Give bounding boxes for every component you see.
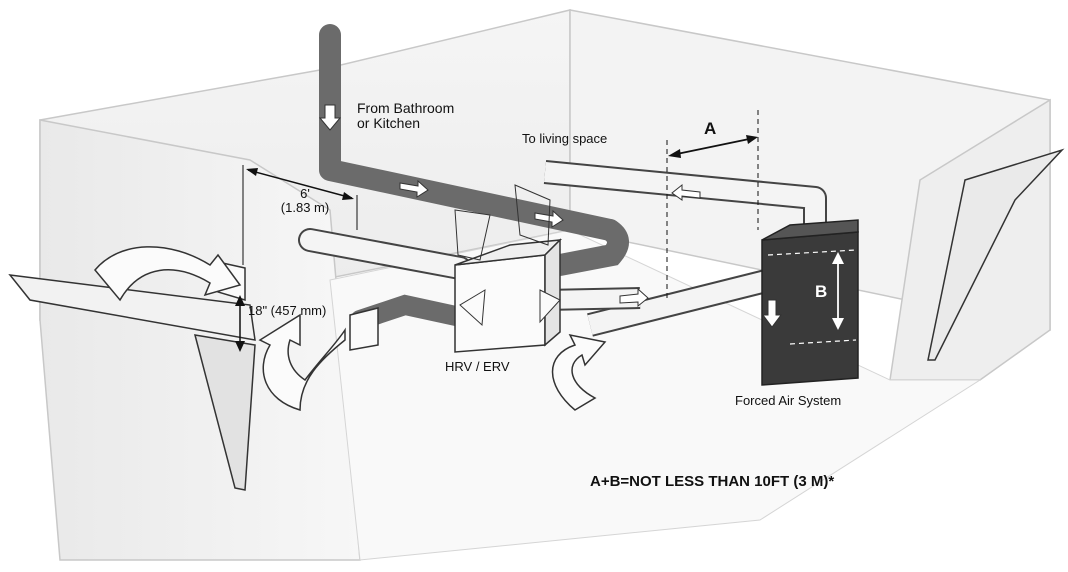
hrv-unit-side — [544, 238, 561, 347]
dim-6ft-arrowhead-left — [246, 168, 258, 176]
fresh-air-intake-duct-fill — [300, 230, 470, 278]
living-space-label: To living space — [522, 131, 608, 146]
left-window-well — [193, 334, 256, 491]
furnace-down-arrow — [762, 299, 782, 328]
return-intake-arrow — [551, 333, 607, 411]
dim-6ft-arrowhead-right — [342, 192, 354, 200]
b-dim-bottom-dash — [789, 339, 857, 345]
hrv-port-top-left — [454, 209, 491, 261]
hrv-port-left — [459, 289, 486, 327]
b-dim-top-dash — [767, 249, 857, 256]
left-window-frame — [8, 274, 256, 341]
six-foot-metric: (1.83 m) — [280, 200, 330, 216]
bathroom-label-line2: or Kitchen — [357, 115, 421, 132]
dim-a-arrowhead-right — [746, 135, 758, 144]
dim-18in-arrowhead-top — [235, 295, 245, 306]
hrv-port-right — [539, 289, 561, 324]
dim-18in-arrowhead-bottom — [235, 341, 245, 352]
hrv-erv-label: HRV / ERV — [445, 359, 510, 374]
exhaust-hood — [349, 307, 379, 351]
supply-arrow — [671, 183, 701, 201]
bathroom-label: From Bathroom or Kitchen — [357, 100, 455, 132]
duct-to-hrv-dark — [549, 219, 629, 276]
outdoor-intake-arrow — [94, 246, 242, 302]
dim-a-arrowhead-left — [668, 149, 681, 158]
furnace-top — [761, 219, 859, 241]
hrv-port-top-right — [514, 184, 551, 246]
duct-arrow-1 — [399, 179, 429, 198]
right-window-well — [927, 148, 1065, 361]
down-arrow-bathroom — [318, 104, 342, 131]
dim-b-arrowhead-top — [832, 252, 844, 264]
return-arrow — [619, 287, 649, 308]
dimension-a-label: A — [704, 119, 717, 138]
dim-b-arrowhead-bottom — [832, 318, 844, 330]
spacing-rule-label: A+B=NOT LESS THAN 10FT (3 M)* — [590, 473, 835, 490]
outdoor-exhaust-arrow — [258, 313, 346, 411]
dim-6ft-line — [247, 169, 353, 199]
bathroom-label-line1: From Bathroom — [357, 100, 455, 116]
dimension-b-label: B — [815, 282, 828, 301]
dim-a-line — [671, 137, 755, 156]
eighteen-inch-label: 18" (457 mm) — [248, 303, 327, 318]
bathroom-exhaust-duct — [319, 24, 621, 241]
six-foot-imperial: 6' — [300, 186, 310, 201]
forced-air-label: Forced Air System — [735, 393, 842, 408]
six-foot-label: 6' (1.83 m) — [270, 186, 340, 216]
